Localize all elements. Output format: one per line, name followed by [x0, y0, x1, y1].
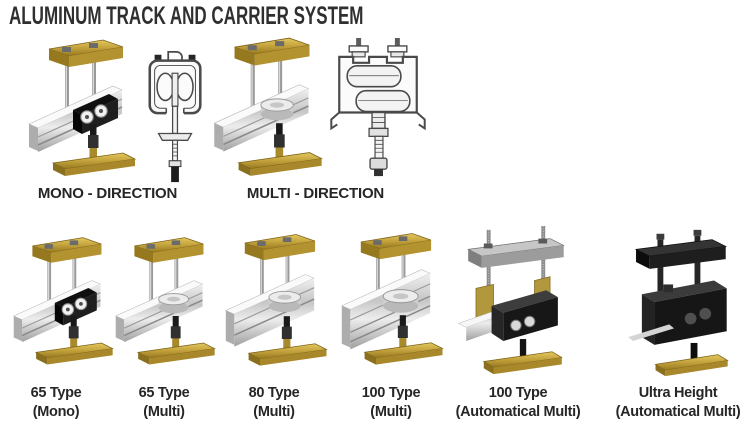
multi-direction-label: MULTI - DIRECTION: [246, 185, 385, 202]
page-title: ALUMINUM TRACK AND CARRIER SYSTEM: [9, 2, 364, 30]
product-label-65-type-mono: 65 Type (Mono): [4, 384, 108, 422]
product-variant: (Multi): [143, 404, 185, 420]
product-name: 100 Type: [488, 385, 548, 401]
65-type-mono-3d-view: [10, 226, 122, 378]
product-label-100-type-automatical-multi: 100 Type (Automatical Multi): [440, 384, 596, 422]
product-variant: (Automatical Multi): [455, 404, 581, 420]
mono-direction-3d-view: [24, 34, 146, 184]
65-type-multi-3d-view: [112, 226, 224, 378]
product-variant: (Multi): [253, 404, 295, 420]
product-name: 100 Type: [361, 385, 421, 401]
product-variant: (Mono): [32, 404, 80, 420]
multi-direction-cross-section-diagram: [328, 36, 430, 190]
multi-direction-3d-view: [210, 32, 332, 184]
product-label-100-type-multi: 100 Type (Multi): [338, 384, 444, 422]
product-name: 80 Type: [248, 385, 300, 401]
100-type-automatical-multi-3d-view: [446, 224, 582, 380]
80-type-multi-3d-view: [222, 224, 336, 378]
ultra-height-automatical-multi-3d-view: [608, 224, 744, 380]
product-name: 65 Type: [30, 385, 82, 401]
product-label-65-type-multi: 65 Type (Multi): [112, 384, 216, 422]
mono-direction-label: MONO - DIRECTION: [37, 185, 178, 202]
100-type-multi-3d-view: [338, 222, 452, 378]
product-name: 65 Type: [138, 385, 190, 401]
product-variant: (Multi): [370, 404, 412, 420]
product-name: Ultra Height: [638, 385, 718, 401]
product-variant: (Automatical Multi): [615, 404, 741, 420]
product-label-80-type-multi: 80 Type (Multi): [222, 384, 326, 422]
mono-direction-cross-section-diagram: [140, 46, 212, 186]
product-label-ultra-height-automatical-multi: Ultra Height (Automatical Multi): [600, 384, 750, 422]
